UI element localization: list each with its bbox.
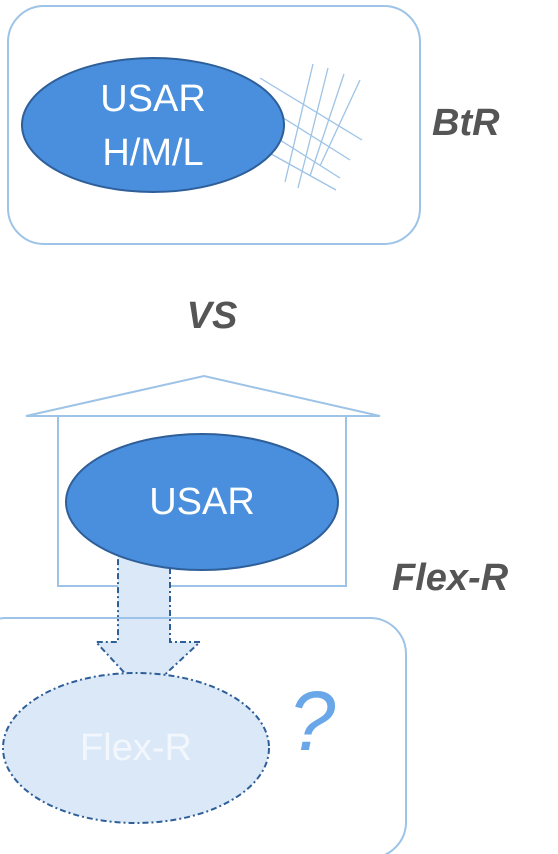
- bottom-panel-box: [0, 617, 407, 854]
- vs-label: VS: [187, 295, 238, 337]
- usar-hml-line2: H/M/L: [102, 132, 203, 174]
- top-panel-box: [7, 5, 421, 245]
- flex-r-ellipse-label: Flex-R: [80, 727, 192, 769]
- usar-hml-line1: USAR: [100, 78, 206, 120]
- usar-hml-ellipse: [21, 57, 285, 193]
- flex-r-ellipse: [2, 672, 270, 824]
- btr-label: BtR: [432, 102, 500, 144]
- transfer-arrow: [93, 549, 203, 696]
- usar-ellipse: [65, 433, 339, 571]
- flex-r-label: Flex-R: [392, 557, 509, 599]
- question-mark: ?: [289, 674, 336, 768]
- usar-ellipse-label: USAR: [149, 481, 255, 523]
- house-body: [57, 415, 347, 587]
- house-roof: [25, 374, 381, 417]
